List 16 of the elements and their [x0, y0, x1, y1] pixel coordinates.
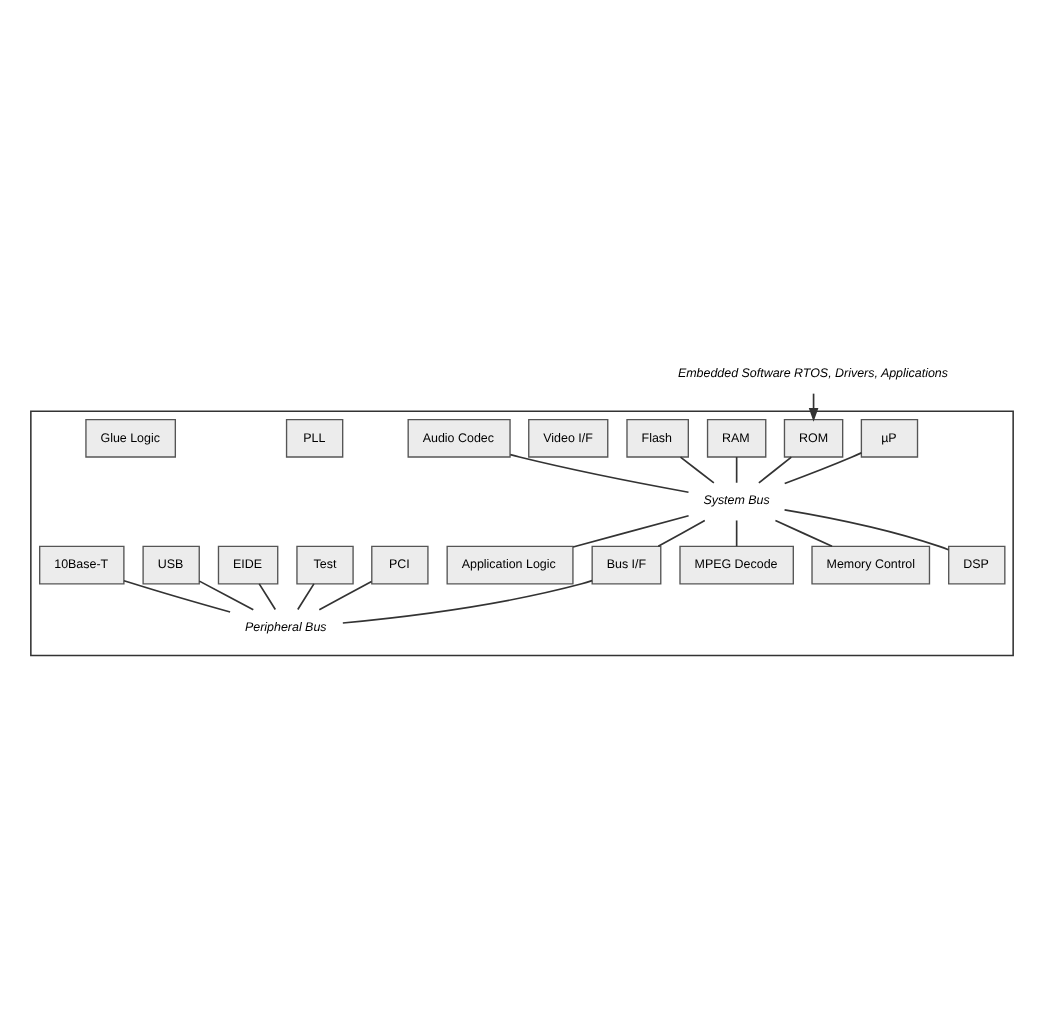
- connector: [197, 580, 254, 611]
- connector: [656, 519, 705, 548]
- connector: [257, 583, 276, 611]
- connector: [782, 452, 862, 485]
- connector: [122, 579, 230, 613]
- connector: [782, 509, 949, 551]
- connector: [757, 456, 792, 484]
- connector: [341, 579, 592, 624]
- connector: [773, 519, 832, 548]
- connector: [734, 456, 737, 484]
- connector: [317, 580, 372, 611]
- connector: [734, 519, 737, 547]
- connector: [295, 583, 314, 611]
- connector: [508, 453, 689, 494]
- connector: [678, 456, 714, 484]
- connector: [571, 514, 689, 548]
